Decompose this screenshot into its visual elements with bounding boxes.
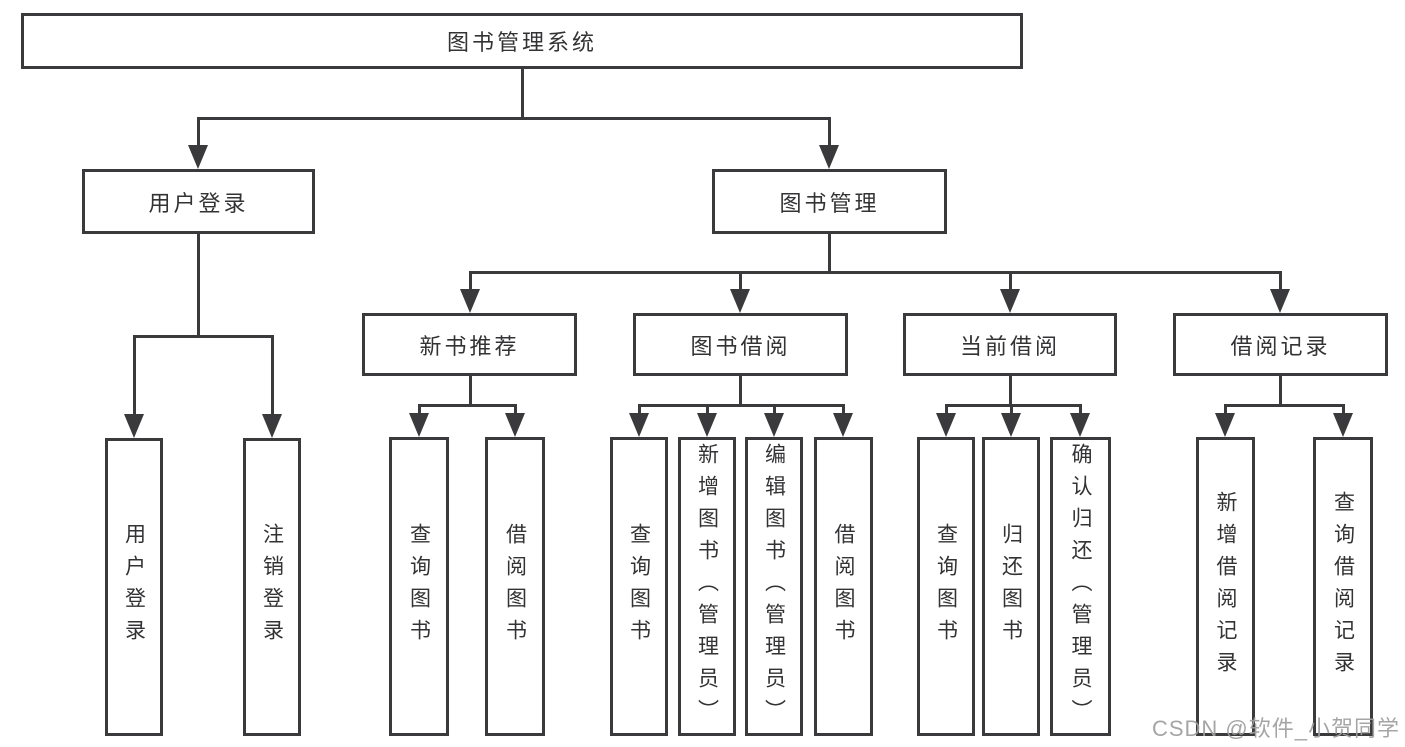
arrow-down-icon [1215, 413, 1235, 437]
connector-line [196, 234, 200, 336]
node-borrowing-records: 借阅记录 [1173, 313, 1388, 376]
connector-line [468, 270, 1282, 274]
node-query-borrow-record: 查询借阅记录 [1313, 437, 1373, 736]
node-label: 新增图书（管理员） [695, 442, 719, 731]
node-label: 图书管理系统 [446, 30, 597, 55]
node-user-login-action: 用户登录 [105, 438, 163, 736]
node-label: 用户登录 [148, 190, 249, 216]
node-label: 查询图书 [407, 522, 431, 651]
node-current-borrowing: 当前借阅 [903, 313, 1117, 376]
node-new-book-recommend: 新书推荐 [362, 313, 577, 376]
node-query-books-rec: 查询图书 [389, 437, 449, 736]
connector-line [738, 272, 742, 297]
arrow-down-icon [819, 145, 839, 169]
node-label: 借阅图书 [832, 522, 855, 651]
connector-line [1278, 376, 1282, 405]
node-label: 新书推荐 [419, 333, 520, 359]
arrow-down-icon [730, 289, 750, 313]
node-confirm-return-admin: 确认归还（管理员） [1050, 437, 1111, 736]
node-label: 借阅图书 [503, 522, 527, 651]
connector-line [738, 376, 742, 405]
node-book-borrowing: 图书借阅 [633, 313, 848, 376]
node-root: 图书管理系统 [21, 13, 1023, 69]
node-logout-action: 注销登录 [243, 438, 301, 736]
node-query-books-borrow: 查询图书 [610, 437, 668, 736]
connector-line [417, 403, 517, 407]
node-label: 确认归还（管理员） [1069, 442, 1092, 731]
node-label: 查询图书 [934, 522, 958, 651]
node-label: 归还图书 [999, 522, 1023, 651]
node-borrow-books-rec: 借阅图书 [485, 437, 545, 736]
connector-line [196, 116, 831, 120]
arrow-down-icon [697, 413, 717, 437]
node-label: 查询图书 [627, 522, 651, 651]
node-borrow-books-borrow: 借阅图书 [814, 437, 873, 736]
node-return-books: 归还图书 [982, 437, 1040, 736]
arrow-down-icon [936, 413, 956, 437]
arrow-down-icon [460, 289, 480, 313]
connector-line [1278, 272, 1282, 297]
node-label: 借阅记录 [1230, 333, 1331, 359]
connector-line [827, 234, 831, 272]
node-user-login: 用户登录 [82, 169, 315, 234]
connector-line [132, 336, 136, 422]
connector-line [1223, 403, 1345, 407]
connector-line [520, 69, 524, 118]
node-query-books-current: 查询图书 [917, 437, 975, 736]
node-label: 当前借阅 [959, 333, 1060, 359]
connector-line [1008, 272, 1012, 297]
arrow-down-icon [188, 145, 208, 169]
arrow-down-icon [833, 413, 853, 437]
connector-line [1008, 376, 1012, 405]
connector-line [468, 376, 472, 405]
arrow-down-icon [1270, 289, 1290, 313]
arrow-down-icon [124, 414, 144, 438]
node-add-borrow-record: 新增借阅记录 [1196, 437, 1255, 736]
connector-line [827, 118, 831, 153]
arrow-down-icon [409, 413, 429, 437]
node-label: 注销登录 [260, 523, 284, 651]
connector-line [637, 403, 845, 407]
arrow-down-icon [262, 414, 282, 438]
node-book-management: 图书管理 [712, 169, 947, 234]
connector-line [196, 118, 200, 153]
connector-line [132, 334, 274, 338]
node-label: 用户登录 [122, 523, 146, 651]
arrow-down-icon [1333, 413, 1353, 437]
arrow-down-icon [1001, 413, 1021, 437]
node-label: 图书管理 [779, 190, 880, 216]
arrow-down-icon [505, 413, 525, 437]
node-label: 新增借阅记录 [1214, 490, 1237, 683]
connector-line [270, 336, 274, 422]
node-label: 编辑图书（管理员） [762, 442, 786, 731]
arrow-down-icon [1070, 413, 1090, 437]
node-label: 查询借阅记录 [1331, 490, 1355, 683]
connector-line [468, 272, 472, 297]
arrow-down-icon [1000, 289, 1020, 313]
connector-line [944, 403, 1082, 407]
node-edit-books-admin: 编辑图书（管理员） [745, 437, 803, 736]
watermark: CSDN @软件_小贺同学 [1151, 716, 1400, 741]
arrow-down-icon [629, 413, 649, 437]
arrow-down-icon [764, 413, 784, 437]
node-label: 图书借阅 [690, 333, 791, 359]
node-add-books-admin: 新增图书（管理员） [678, 437, 736, 736]
